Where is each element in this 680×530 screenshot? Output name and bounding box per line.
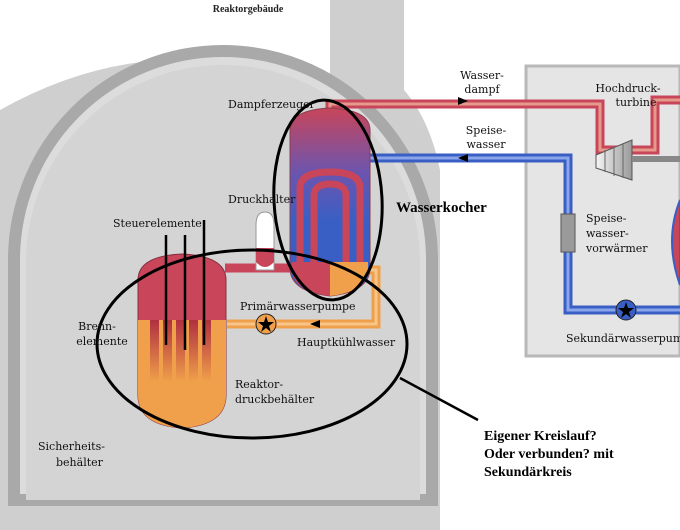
secondary-pump-icon: [615, 299, 637, 321]
containment-label-bottom: behälter: [56, 456, 104, 469]
feedwater-preheater: [560, 213, 576, 253]
primary-pump-icon: [255, 313, 277, 335]
pressurizer: [255, 211, 275, 271]
steam-arrow-icon: [458, 97, 468, 105]
generator: [671, 199, 680, 286]
preheater-label-top: Speise-: [586, 212, 627, 225]
question-line-3: Sekundärkreis: [484, 465, 572, 480]
control-rods-label: Steuerelemente: [113, 217, 202, 230]
vessel-label-top: Reaktor-: [235, 378, 283, 391]
reactor-building-label: Reaktorgebäude: [213, 4, 284, 15]
kettle-circle: [272, 98, 384, 302]
annotation-pointer: [399, 376, 479, 422]
preheater-label-bottom: vorwärmer: [585, 242, 648, 255]
pressurizer-label: Druckhalter: [228, 193, 296, 206]
control-rod-icon: [164, 220, 206, 350]
steam-generator: [289, 107, 371, 297]
question-line-1: Eigener Kreislauf?: [484, 429, 597, 444]
kettle-annotation: Wasserkocher: [396, 200, 487, 216]
turbine-label-bottom: turbine: [616, 96, 657, 109]
preheater-label-mid: wasser-: [586, 227, 629, 240]
chimney: [335, 0, 403, 95]
primary-pump-label: Primärwasserpumpe: [240, 300, 356, 313]
main-coolant-label: Hauptkühlwasser: [297, 336, 396, 349]
secondary-pump-label: Sekundärwasserpumpe: [566, 332, 680, 345]
feedwater-label-top: Speise-: [466, 124, 507, 137]
question-line-2: Oder verbunden? mit: [484, 447, 614, 462]
turbine-icon: [595, 139, 680, 181]
coolant-arrow-icon: [310, 320, 320, 328]
feedwater-label-bottom: wasser: [466, 138, 506, 151]
feed-arrow-icon: [458, 154, 468, 162]
vessel-label-bottom: druckbehälter: [235, 393, 315, 406]
fuel-element-icon: [150, 320, 211, 382]
primary-circuit-circle: [95, 248, 409, 440]
containment-label-top: Sicherheits-: [38, 440, 105, 453]
turbine-label-top: Hochdruck-: [595, 82, 660, 95]
fuel-label-bottom: elemente: [76, 335, 128, 348]
steam-generator-label: Dampferzeuger: [228, 98, 316, 111]
fuel-label-top: Brenn-: [78, 320, 116, 333]
steam-label-bottom: dampf: [464, 83, 500, 96]
steam-label-top: Wasser-: [460, 69, 504, 82]
